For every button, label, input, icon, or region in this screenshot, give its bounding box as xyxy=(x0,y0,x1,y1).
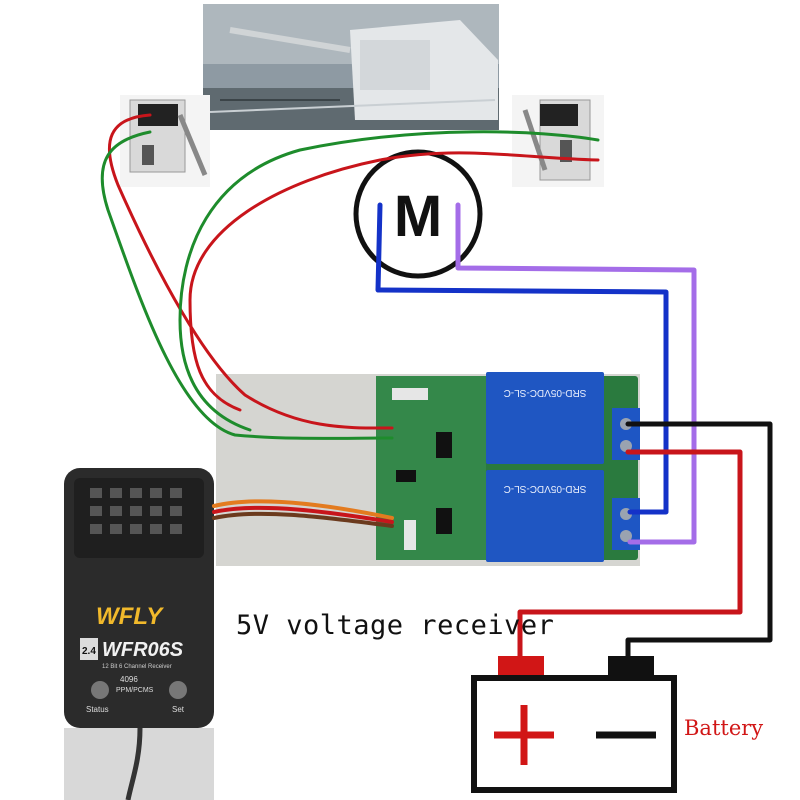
blue-motor-wire xyxy=(375,202,669,515)
relay-board-photo: SRD-05VDC-SL-C SRD-05VDC-SL-C xyxy=(216,372,640,566)
relay-bottom-marking: SRD-05VDC-SL-C xyxy=(504,483,587,494)
receiver-subtitle: 12 Bit 6 Channel Receiver xyxy=(102,664,172,670)
battery-caption: Battery xyxy=(684,716,764,740)
receiver-set-label: Set xyxy=(172,705,185,714)
receiver-model: WFR06S xyxy=(102,639,184,661)
receiver-caption: 5V voltage receiver xyxy=(236,610,555,641)
receiver-brand: WFLY xyxy=(96,603,164,630)
limit-switch-right xyxy=(512,95,604,187)
green-wire-right-switch xyxy=(178,130,600,432)
relay-top-marking: SRD-05VDC-SL-C xyxy=(504,387,587,398)
rc-receiver-photo: WFLY 2.4 WFR06S 12 Bit 6 Channel Receive… xyxy=(64,468,214,800)
servo-lead-brown xyxy=(212,511,394,528)
red-power-wire xyxy=(517,449,743,667)
black-power-wire xyxy=(625,421,773,667)
relay-top xyxy=(486,372,604,464)
receiver-band: 2.4 xyxy=(82,646,96,657)
wires xyxy=(100,113,773,667)
battery-symbol: + − xyxy=(471,656,677,793)
receiver-mode: PPM/PCMS xyxy=(116,687,154,694)
naval-gun-photo xyxy=(203,4,499,130)
limit-switch-left xyxy=(120,95,210,187)
receiver-code: 4096 xyxy=(120,675,138,684)
servo-lead-orange xyxy=(212,499,394,520)
purple-motor-wire xyxy=(455,202,697,545)
motor-symbol: M xyxy=(353,149,483,279)
relay-bottom xyxy=(486,470,604,562)
green-wire-left-switch xyxy=(100,130,394,440)
red-wire-right-switch xyxy=(188,151,600,412)
receiver-status-label: Status xyxy=(86,705,109,714)
servo-lead-red xyxy=(212,505,394,524)
motor-label: M xyxy=(394,184,442,249)
